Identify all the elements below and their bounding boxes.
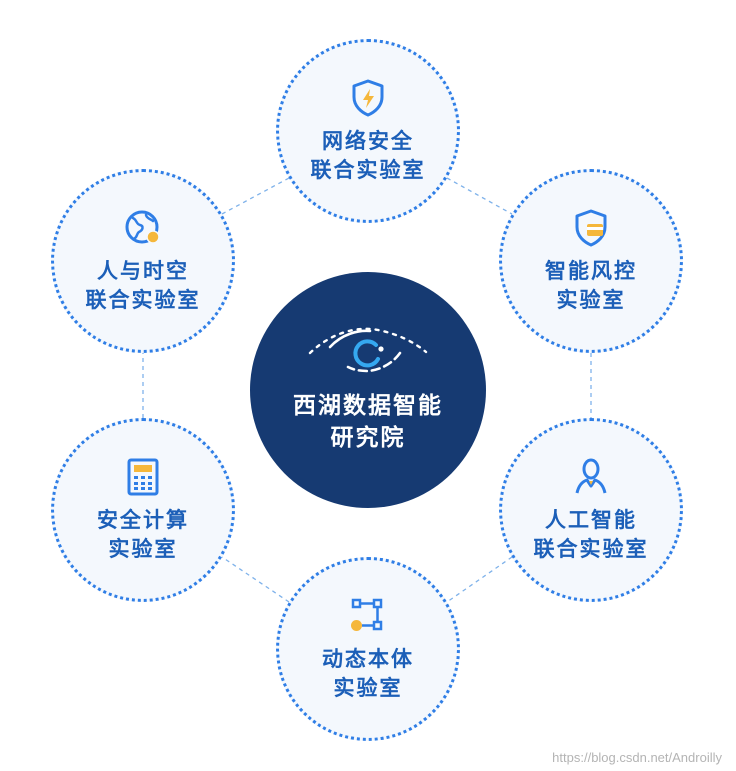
shield-card-icon (575, 209, 607, 247)
flow-nodes-icon (351, 598, 383, 631)
lab-title: 安全计算 实验室 (97, 506, 189, 564)
link-spacetime-network (221, 177, 290, 215)
person-icon (575, 458, 607, 494)
institute-name-line1: 西湖数据智能 (293, 393, 443, 419)
lab-title-line2: 实验室 (108, 537, 178, 561)
lab-title-line2: 联合实验室 (533, 537, 649, 561)
institute-name: 西湖数据智能 研究院 (293, 390, 443, 454)
link-dynamic-compute (221, 556, 290, 603)
institute-name-line2: 研究院 (330, 425, 406, 451)
lab-title-line1: 智能风控 (545, 259, 637, 283)
link-ai-dynamic (446, 556, 513, 603)
lab-title-line1: 人与时空 (97, 259, 189, 283)
lab-circle-ai: 人工智能 联合实验室 (499, 418, 683, 602)
lab-title: 人工智能 联合实验室 (534, 506, 649, 564)
lab-title: 动态本体 实验室 (322, 645, 414, 703)
lab-circle-risk-control: 智能风控 实验室 (499, 169, 683, 353)
lab-title-line1: 网络安全 (322, 129, 414, 153)
lab-title-line2: 实验室 (556, 288, 626, 312)
lab-title-line1: 动态本体 (322, 647, 414, 671)
lab-circle-human-spacetime: 人与时空 联合实验室 (51, 169, 235, 353)
lab-circle-secure-computing: 安全计算 实验室 (51, 418, 235, 602)
lab-title-line2: 实验室 (333, 676, 403, 700)
lab-circle-network-security: 网络安全 联合实验室 (276, 39, 460, 223)
eye-logo-icon (308, 327, 428, 373)
lab-circle-dynamic-ontology: 动态本体 实验室 (276, 557, 460, 741)
calculator-icon (127, 458, 159, 496)
lab-title-line2: 联合实验室 (85, 288, 201, 312)
lab-title: 人与时空 联合实验室 (86, 257, 201, 315)
lab-title-line2: 联合实验室 (310, 158, 426, 182)
lab-title: 智能风控 实验室 (545, 257, 637, 315)
link-network-risk (446, 177, 513, 215)
lab-title-line1: 人工智能 (545, 508, 637, 532)
lab-title-line1: 安全计算 (97, 508, 189, 532)
center-institute: 西湖数据智能 研究院 (250, 272, 486, 508)
shield-lightning-icon (352, 79, 384, 117)
lab-title: 网络安全 联合实验室 (311, 127, 426, 185)
watermark-text: https://blog.csdn.net/Androilly (552, 750, 722, 765)
globe-icon (125, 210, 160, 244)
